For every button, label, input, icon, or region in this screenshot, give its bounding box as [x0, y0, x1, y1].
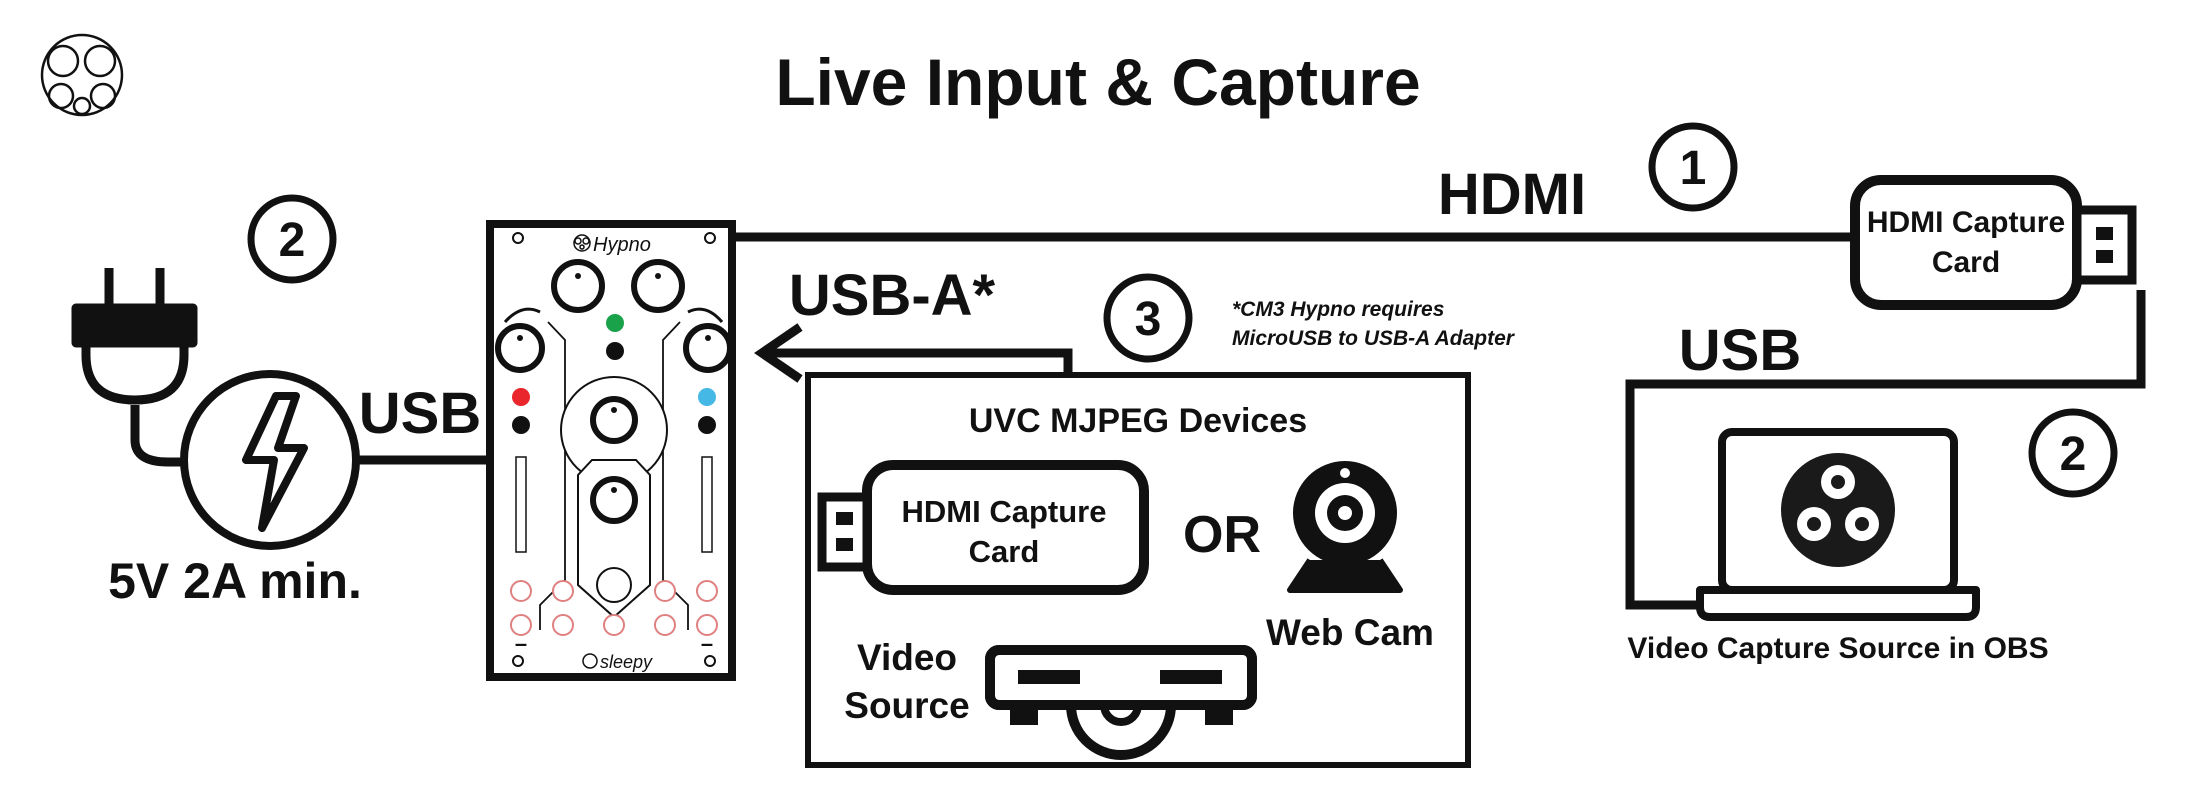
svg-text:1: 1	[1680, 142, 1707, 195]
power-plug-icon	[71, 268, 198, 405]
uvc-hdmi-capture-dongle	[817, 460, 1149, 595]
page-title: Live Input & Capture	[775, 45, 1420, 119]
power-spec-label: 5V 2A min.	[108, 553, 362, 609]
hdmi-capture-card-dongle	[1850, 175, 2137, 310]
video-player-icon	[985, 645, 1257, 760]
or-label: OR	[1183, 506, 1261, 564]
video-source-label-2: Source	[844, 685, 969, 726]
sleepy-face-icon	[582, 653, 598, 669]
usb-capture-cable	[1625, 290, 2146, 610]
usb-capture-label: USB	[1679, 318, 1801, 383]
footnote-line-1: *CM3 Hypno requires	[1232, 298, 1444, 321]
step-badge-usb-a: 3	[1103, 273, 1193, 363]
step-badge-hdmi: 1	[1648, 122, 1738, 212]
laptop-icon	[1696, 428, 1980, 621]
minus-left: –	[515, 631, 527, 656]
module-name: Hypno	[593, 234, 651, 256]
led-green	[606, 314, 624, 332]
step-badge-power: 2	[247, 194, 337, 284]
video-source-label-1: Video	[857, 637, 957, 678]
svg-text:2: 2	[279, 214, 306, 267]
power-adapter	[180, 370, 360, 550]
plug-cable	[130, 405, 188, 467]
step-badge-usb-out: 2	[2028, 408, 2118, 498]
capture-card-label-2: Card	[1932, 246, 2000, 279]
uvc-box-title: UVC MJPEG Devices	[969, 402, 1307, 440]
usb-a-cable	[770, 348, 1073, 372]
capture-card-label-1: HDMI Capture	[1867, 206, 2065, 239]
led-blue	[698, 388, 716, 406]
obs-caption: Video Capture Source in OBS	[1627, 632, 2048, 665]
web-cam-label: Web Cam	[1266, 612, 1434, 653]
obs-logo-icon	[1781, 453, 1895, 567]
usb-power-label: USB	[359, 381, 481, 446]
hypno-module: Hypno	[486, 220, 736, 681]
minus-right: –	[701, 631, 713, 656]
footnote-line-2: MicroUSB to USB-A Adapter	[1232, 327, 1516, 350]
webcam-icon	[1287, 461, 1403, 593]
lightning-bolt-icon	[242, 392, 308, 532]
usb-a-arrowhead	[754, 323, 803, 383]
uvc-card-label-1: HDMI Capture	[902, 494, 1107, 529]
module-brand: sleepy	[600, 652, 653, 672]
usb-a-label: USB-A*	[789, 263, 996, 328]
hdmi-label: HDMI	[1438, 162, 1586, 227]
uvc-card-label-2: Card	[969, 534, 1040, 569]
svg-text:3: 3	[1135, 293, 1162, 346]
led-red	[512, 388, 530, 406]
sleepy-circles-logo-icon	[40, 33, 124, 117]
svg-text:2: 2	[2060, 428, 2087, 481]
hypno-logo-icon	[573, 234, 591, 252]
